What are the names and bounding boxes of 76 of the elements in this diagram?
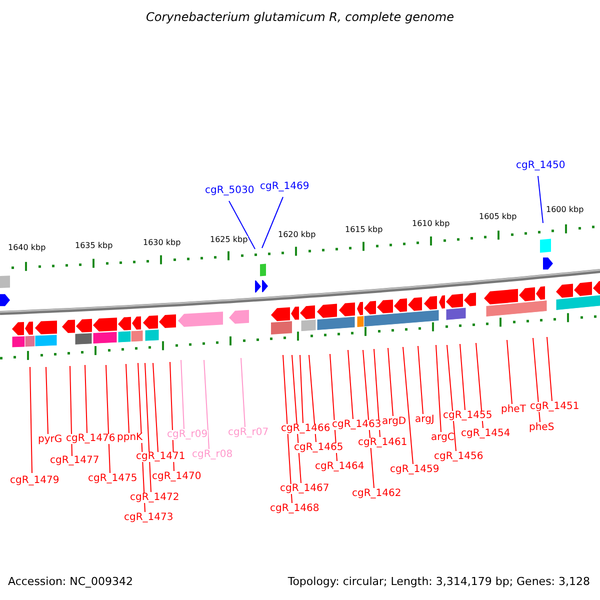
- scale-label: 1610 kbp: [412, 220, 450, 228]
- leader-line: [180, 360, 184, 430]
- leader-line: [126, 364, 130, 434]
- leader-line: [446, 344, 456, 452]
- gene-label: cgR_1471: [136, 452, 186, 462]
- scale-label: 1635 kbp: [75, 242, 113, 250]
- leader-line: [476, 342, 484, 428]
- gene-label: cgR_r09: [167, 430, 208, 440]
- leader-line: [144, 362, 152, 492]
- gene-label: cgR_1451: [530, 402, 580, 412]
- leader-line: [348, 350, 354, 420]
- gene-label: cgR_1468: [270, 504, 320, 514]
- gene-label: cgR_1454: [461, 429, 510, 439]
- leader-line: [292, 354, 302, 484]
- gene-label: cgR_5030: [205, 186, 254, 196]
- gene-label: cgR_1473: [124, 513, 174, 523]
- scale-label: 1605 kbp: [479, 212, 517, 221]
- leader-line: [506, 340, 512, 404]
- leader-line: [30, 366, 32, 474]
- gene-label: cgR_r08: [192, 450, 233, 460]
- leader-line: [362, 350, 374, 488]
- gene-label: cgR_1465: [294, 443, 344, 453]
- leader-line: [46, 366, 48, 434]
- genome-info-text: Topology: circular; Length: 3,314,179 bp; Genes: 3,128: [288, 576, 590, 588]
- gene-label: cgR_1479: [10, 476, 60, 486]
- gene-label: cgR_1464: [315, 462, 364, 472]
- leader-line: [538, 176, 544, 224]
- gene-label: cgR_1469: [260, 182, 310, 192]
- leader-line: [282, 354, 292, 504]
- gene-label: argD: [382, 417, 406, 427]
- gene-label: cgR_1462: [352, 489, 402, 499]
- leader-line: [204, 360, 210, 450]
- gene-label: cgR_1470: [152, 472, 202, 482]
- gene-label: cgR_1467: [280, 484, 330, 494]
- gene-label: cgR_1461: [358, 438, 408, 448]
- gene-label: cgR_1450: [516, 161, 566, 171]
- leader-line: [546, 336, 552, 402]
- leader-line: [240, 358, 246, 428]
- gene-label: pheT: [501, 405, 526, 415]
- gene-label: ppnK: [117, 433, 143, 443]
- scale-label: 1600 kbp: [546, 206, 584, 214]
- leader-line: [106, 364, 110, 474]
- leader-line: [388, 348, 394, 416]
- gene-label: pyrG: [38, 435, 62, 445]
- leader-line: [262, 196, 284, 248]
- leader-line: [152, 362, 158, 452]
- gene-label: cgR_1477: [50, 456, 100, 466]
- scale-label: 1625 kbp: [210, 236, 248, 244]
- gene-label: cgR_1455: [443, 411, 492, 421]
- leader-line: [460, 344, 466, 410]
- gene-label: cgR_1456: [434, 452, 484, 462]
- scale-label: 1620 kbp: [278, 230, 316, 239]
- gene-label: cgR_1459: [390, 465, 440, 475]
- leader-line: [228, 200, 256, 250]
- scale-label: 1615 kbp: [345, 226, 383, 234]
- leader-line: [436, 344, 442, 432]
- scale-label: 1640 kbp: [8, 244, 46, 252]
- gene-label: cgR_1475: [88, 474, 138, 484]
- accession-text: Accession: NC_009342: [8, 576, 134, 588]
- gene-label: cgR_1476: [66, 434, 116, 444]
- leader-line: [374, 348, 380, 438]
- gene-label: cgR_1463: [332, 420, 382, 430]
- leader-line: [418, 346, 424, 414]
- gene-label: cgR_1472: [130, 493, 180, 503]
- gene-label: cgR_1466: [281, 424, 330, 434]
- leader-line: [84, 364, 88, 434]
- leader-line: [402, 346, 414, 464]
- scale-label: 1630 kbp: [143, 238, 181, 247]
- leader-line: [70, 366, 72, 456]
- gene-label: cgR_r07: [228, 428, 269, 438]
- leader-line: [300, 354, 304, 424]
- gene-label: argJ: [415, 415, 434, 425]
- gene-label: pheS: [529, 423, 554, 433]
- gene-label: argC: [431, 433, 454, 443]
- leader-line: [532, 338, 540, 422]
- leader-line: [308, 354, 316, 442]
